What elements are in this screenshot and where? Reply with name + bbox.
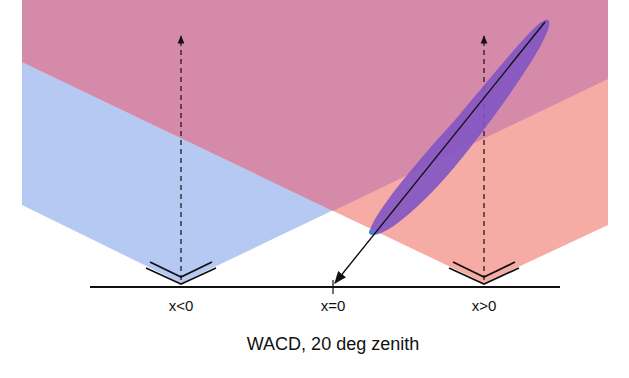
detector-symbol (146, 262, 216, 284)
shower-axis (335, 22, 545, 283)
detector-symbol (449, 262, 519, 284)
left-acceptance-region (22, 0, 608, 283)
origin-tick (332, 280, 333, 294)
ground-line (90, 286, 560, 288)
vertical-axis (483, 36, 484, 280)
axis-label: x=0 (321, 297, 346, 314)
figure-caption: WACD, 20 deg zenith (247, 334, 419, 355)
right-acceptance-region (22, 0, 608, 283)
axis-label: x>0 (472, 297, 497, 314)
axis-label: x<0 (169, 297, 194, 314)
vertical-axis (180, 36, 181, 280)
overlap-region (22, 0, 608, 211)
